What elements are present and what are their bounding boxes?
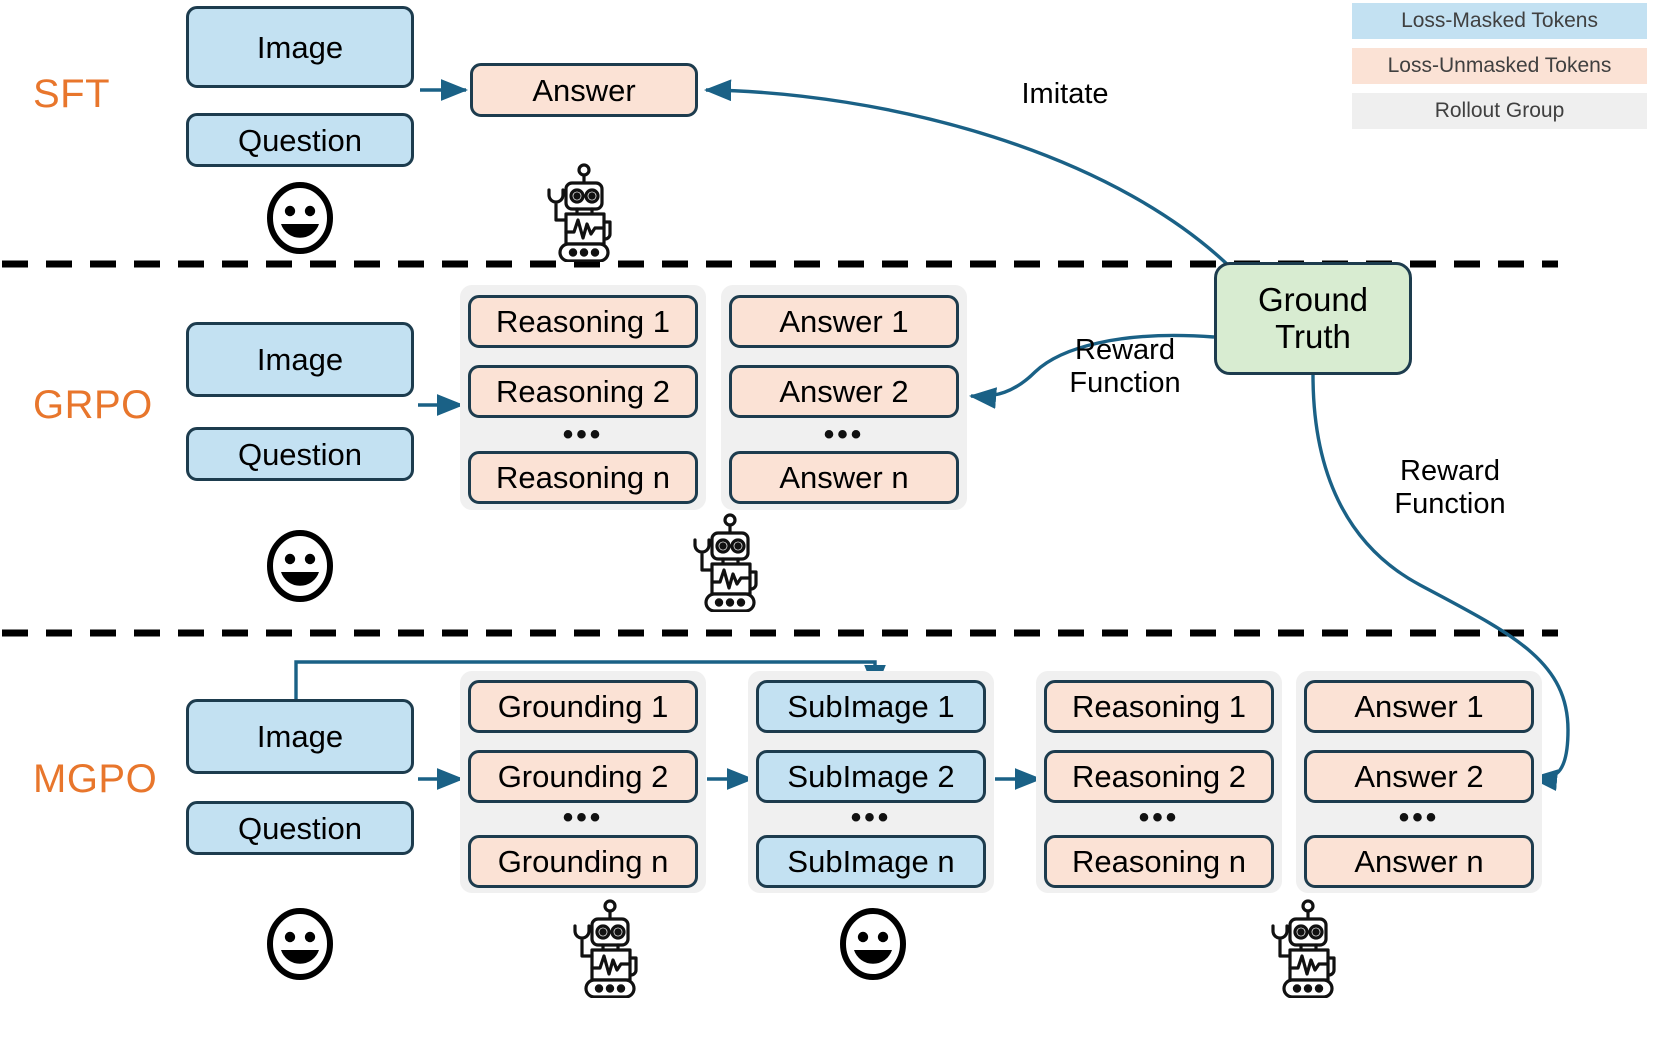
row-label-sft: SFT: [33, 72, 111, 116]
curve-label-imitate: Imitate: [1021, 78, 1109, 110]
grpo-image-box: Image: [186, 322, 414, 397]
mgpo-grounding-ellipsis: •••: [562, 801, 604, 834]
grpo-reasoning-1: Reasoning 1: [468, 295, 698, 348]
grpo-answer-2: Answer 2: [729, 365, 959, 418]
curve-label-reward-mgpo: Reward Function: [1394, 455, 1506, 521]
smiley-face-icon: [265, 908, 335, 985]
mgpo-subimage-n: SubImage n: [756, 835, 986, 888]
legend-item-loss-unmasked-tokens: Loss-Unmasked Tokens: [1352, 48, 1647, 84]
mgpo-image-box: Image: [186, 699, 414, 774]
robot-icon: [1258, 898, 1336, 1003]
mgpo-grounding-1: Grounding 1: [468, 680, 698, 733]
ground-truth-line1: Ground: [1257, 280, 1369, 318]
robot-icon: [680, 512, 758, 617]
grpo-reasoning-2: Reasoning 2: [468, 365, 698, 418]
legend-label: Loss-Masked Tokens: [1401, 9, 1598, 32]
ground-truth-box: Ground Truth: [1214, 262, 1412, 375]
mgpo-answer-n: Answer n: [1304, 835, 1534, 888]
legend-item-rollout-group: Rollout Group: [1352, 93, 1647, 129]
grpo-answer-n: Answer n: [729, 451, 959, 504]
sft-image-box: Image: [186, 6, 414, 88]
mgpo-answer-ellipsis: •••: [1398, 801, 1440, 834]
sft-answer-box: Answer: [470, 63, 698, 117]
robot-icon: [534, 162, 612, 267]
ground-truth-line2: Truth: [1275, 317, 1351, 355]
grpo-answer-ellipsis: •••: [823, 418, 865, 451]
mgpo-answer-2: Answer 2: [1304, 750, 1534, 803]
curve-imitate: [703, 79, 1245, 282]
curve-label-reward-grpo: Reward Function: [1069, 334, 1181, 400]
mgpo-question-box: Question: [186, 801, 414, 855]
mgpo-answer-1: Answer 1: [1304, 680, 1534, 733]
mgpo-grounding-2: Grounding 2: [468, 750, 698, 803]
legend: Loss-Masked Tokens Loss-Unmasked Tokens …: [1352, 3, 1647, 138]
mgpo-subimage-1: SubImage 1: [756, 680, 986, 733]
sft-question-box: Question: [186, 113, 414, 167]
mgpo-subimage-2: SubImage 2: [756, 750, 986, 803]
smiley-face-icon: [265, 182, 335, 259]
mgpo-reasoning-ellipsis: •••: [1138, 801, 1180, 834]
row-label-mgpo: MGPO: [33, 757, 158, 801]
legend-item-loss-masked-tokens: Loss-Masked Tokens: [1352, 3, 1647, 39]
grpo-answer-1: Answer 1: [729, 295, 959, 348]
legend-label: Loss-Unmasked Tokens: [1387, 54, 1612, 77]
mgpo-grounding-n: Grounding n: [468, 835, 698, 888]
grpo-question-box: Question: [186, 427, 414, 481]
robot-icon: [560, 898, 638, 1003]
mgpo-reasoning-2: Reasoning 2: [1044, 750, 1274, 803]
grpo-reasoning-ellipsis: •••: [562, 418, 604, 451]
mgpo-reasoning-1: Reasoning 1: [1044, 680, 1274, 733]
smiley-face-icon: [265, 530, 335, 607]
legend-label: Rollout Group: [1434, 99, 1565, 122]
row-label-grpo: GRPO: [33, 383, 153, 427]
grpo-reasoning-n: Reasoning n: [468, 451, 698, 504]
mgpo-subimage-ellipsis: •••: [850, 801, 892, 834]
mgpo-reasoning-n: Reasoning n: [1044, 835, 1274, 888]
smiley-face-icon: [838, 908, 908, 985]
